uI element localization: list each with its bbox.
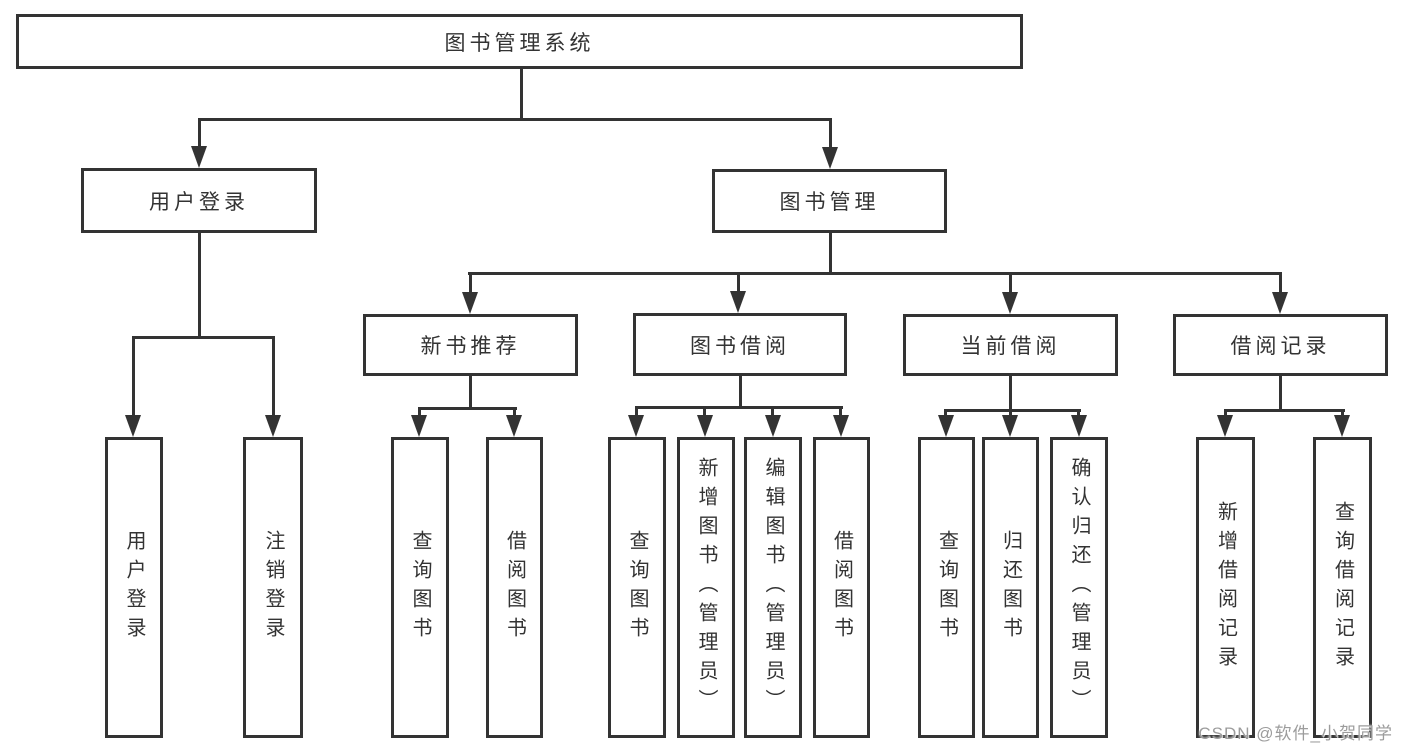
arrow-down-icon [697, 415, 713, 437]
connector-line [132, 336, 135, 417]
leaf-add-books: 新增图书（管理员） [677, 437, 735, 738]
node-book-management-label: 图书管理 [779, 191, 880, 214]
connector-line [839, 406, 842, 417]
connector-line [1279, 376, 1282, 411]
connector-line [1009, 376, 1012, 409]
leaf-edit-books-label: 编辑图书（管理员） [762, 457, 784, 718]
leaf-edit-books: 编辑图书（管理员） [744, 437, 802, 738]
connector-line [513, 407, 516, 417]
leaf-query-borrow-record: 查询借阅记录 [1313, 437, 1372, 738]
leaf-query-borrow-record-label: 查询借阅记录 [1331, 500, 1354, 675]
connector-line [520, 69, 523, 120]
leaf-query-books-c: 查询图书 [918, 437, 975, 738]
leaf-query-books-b: 查询图书 [608, 437, 666, 738]
leaf-confirm-return-label: 确认归还（管理员） [1068, 457, 1090, 718]
connector-line [1009, 272, 1012, 294]
connector-line [1009, 409, 1012, 417]
connector-line [737, 272, 740, 293]
connector-line [1077, 409, 1080, 417]
arrow-down-icon [938, 415, 954, 437]
connector-line [944, 409, 1081, 412]
node-borrowing-records-label: 借阅记录 [1230, 335, 1331, 358]
leaf-logout-label: 注销登录 [262, 529, 284, 646]
arrow-down-icon [765, 415, 781, 437]
connector-line [198, 118, 201, 148]
arrow-down-icon [462, 292, 478, 314]
leaf-borrow-books-a-label: 借阅图书 [503, 529, 526, 646]
connector-line [469, 376, 472, 409]
arrow-down-icon [1217, 415, 1233, 437]
leaf-query-books-c-label: 查询图书 [935, 529, 958, 646]
connector-line [829, 233, 832, 274]
connector-line [829, 118, 832, 149]
connector-line [272, 336, 275, 417]
leaf-add-books-label: 新增图书（管理员） [695, 457, 717, 718]
leaf-return-books: 归还图书 [982, 437, 1039, 738]
leaf-add-borrow-record: 新增借阅记录 [1196, 437, 1255, 738]
arrow-down-icon [411, 415, 427, 437]
arrow-down-icon [506, 415, 522, 437]
leaf-query-books-a: 查询图书 [391, 437, 449, 738]
connector-line [198, 118, 832, 121]
connector-line [198, 233, 201, 338]
node-current-borrowing: 当前借阅 [903, 314, 1118, 376]
connector-line [1224, 409, 1345, 412]
node-new-book-recommend-label: 新书推荐 [420, 335, 521, 358]
node-current-borrowing-label: 当前借阅 [960, 335, 1061, 358]
node-book-management: 图书管理 [712, 169, 947, 233]
leaf-borrow-books-a: 借阅图书 [486, 437, 543, 738]
connector-line [635, 406, 638, 417]
arrow-down-icon [125, 415, 141, 437]
arrow-down-icon [1002, 292, 1018, 314]
arrow-down-icon [1272, 292, 1288, 314]
arrow-down-icon [730, 291, 746, 313]
leaf-user-login: 用户登录 [105, 437, 163, 738]
connector-line [703, 406, 706, 417]
connector-line [469, 272, 472, 294]
arrow-down-icon [1002, 415, 1018, 437]
connector-line [132, 336, 275, 339]
leaf-return-books-label: 归还图书 [999, 529, 1022, 646]
connector-line [1279, 272, 1282, 294]
node-root: 图书管理系统 [16, 14, 1023, 69]
leaf-user-login-label: 用户登录 [123, 529, 145, 646]
leaf-query-books-a-label: 查询图书 [409, 529, 431, 646]
connector-line [418, 407, 517, 410]
connector-line [635, 406, 843, 409]
arrow-down-icon [191, 146, 207, 168]
arrow-down-icon [1334, 415, 1350, 437]
leaf-query-books-b-label: 查询图书 [626, 529, 648, 646]
node-new-book-recommend: 新书推荐 [363, 314, 578, 376]
arrow-down-icon [628, 415, 644, 437]
arrow-down-icon [833, 415, 849, 437]
leaf-logout: 注销登录 [243, 437, 303, 738]
node-user-login: 用户登录 [81, 168, 317, 233]
connector-line [771, 406, 774, 417]
leaf-borrow-books-b: 借阅图书 [813, 437, 870, 738]
connector-line [1224, 409, 1227, 417]
arrow-down-icon [822, 147, 838, 169]
connector-line [944, 409, 947, 417]
connector-line [418, 407, 421, 417]
node-borrowing-records: 借阅记录 [1173, 314, 1388, 376]
node-book-borrowing-label: 图书借阅 [690, 334, 790, 358]
connector-line [739, 376, 742, 408]
arrow-down-icon [265, 415, 281, 437]
node-root-label: 图书管理系统 [444, 31, 595, 55]
node-book-borrowing: 图书借阅 [633, 313, 847, 376]
node-user-login-label: 用户登录 [149, 190, 249, 214]
csdn-watermark: CSDN @软件_小贺同学 [1198, 724, 1393, 743]
leaf-borrow-books-b-label: 借阅图书 [830, 529, 853, 646]
connector-line [468, 272, 1282, 275]
arrow-down-icon [1071, 415, 1087, 437]
connector-line [1341, 409, 1344, 417]
leaf-confirm-return: 确认归还（管理员） [1050, 437, 1108, 738]
leaf-add-borrow-record-label: 新增借阅记录 [1214, 500, 1237, 675]
